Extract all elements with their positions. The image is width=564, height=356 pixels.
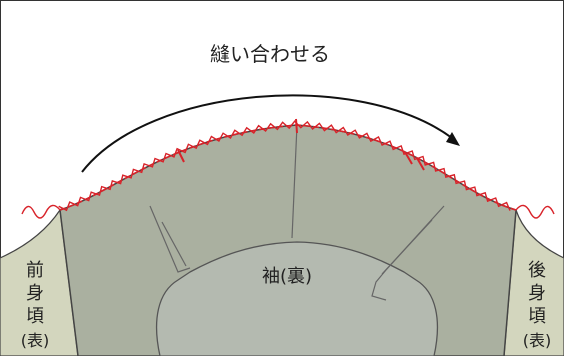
direction-arrow [81,94,453,173]
sleeve-fold-lines [149,124,445,301]
caption-text: 縫い合わせる [210,42,330,66]
back-bodice-label: 後 身 頃 (表) [523,260,552,350]
back-label-char: 身 [528,283,546,304]
front-label-char: (表) [21,331,50,350]
sleeve-inner [155,241,439,356]
overlock-stitch [58,120,511,212]
front-label-char: 頃 [26,306,44,327]
back-label-char: 頃 [528,306,546,327]
front-bodice-label: 前 身 頃 (表) [21,260,50,350]
arrow-head [446,132,460,146]
stitch-tail-left [21,204,61,219]
front-label-char: 前 [26,260,44,281]
overlock-wave [58,120,511,212]
stitch-tail-right [515,204,555,219]
sleeve-label: 袖(裏) [262,266,312,287]
back-label-char: (表) [523,331,552,350]
front-label-char: 身 [26,283,44,304]
back-label-char: 後 [528,260,546,281]
match-marks [177,118,425,171]
